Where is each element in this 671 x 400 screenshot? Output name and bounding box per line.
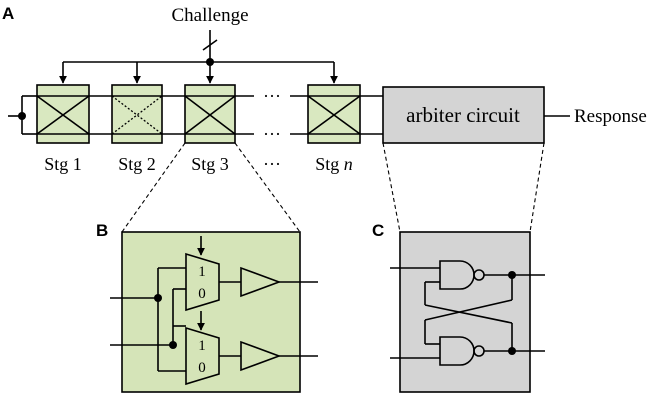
- buffer-bottom: [240, 340, 282, 372]
- detail-b-box: [121, 231, 301, 393]
- zoom-guides: [121, 142, 545, 233]
- mux-bottom-zero: 0: [198, 360, 206, 376]
- panel-label-b: B: [96, 221, 108, 240]
- panel-label-c: C: [372, 221, 384, 240]
- stage-n-label: Stg n: [315, 154, 353, 174]
- ellipsis-labels: ···: [263, 154, 281, 174]
- stage-3: [184, 84, 236, 144]
- challenge-bus: [59, 30, 338, 84]
- detail-c-box: [399, 231, 531, 393]
- stage-n: [307, 84, 361, 144]
- junction-dot-top: [154, 294, 162, 302]
- buffer-top: [240, 266, 282, 298]
- input-split-dot: [18, 112, 26, 120]
- arbiter-box: [382, 86, 545, 144]
- stage-1: [36, 84, 90, 144]
- mux-top-zero: 0: [198, 286, 206, 302]
- mux-bottom-one: 1: [198, 338, 206, 354]
- challenge-label: Challenge: [171, 5, 248, 26]
- ellipsis-top: ···: [263, 86, 281, 106]
- mux-top: 1 0: [185, 252, 220, 312]
- junction-dot-bottom: [169, 341, 177, 349]
- latch-dot-top: [508, 271, 516, 279]
- ellipsis-bottom: ···: [263, 124, 281, 144]
- stage-1-label: Stg 1: [44, 154, 82, 174]
- panel-label-a: A: [2, 4, 14, 23]
- stage-3-label: Stg 3: [191, 154, 229, 174]
- stage-n-var: n: [344, 154, 353, 174]
- stage-2: [111, 84, 163, 144]
- arbiter-label: arbiter circuit: [406, 103, 520, 127]
- mux-top-one: 1: [198, 264, 206, 280]
- detail-b-wires: [110, 236, 318, 372]
- challenge-junction-dot: [206, 58, 214, 66]
- stage-wires: [89, 95, 570, 135]
- mux-bottom: 1 0: [185, 326, 220, 386]
- response-label: Response: [574, 106, 647, 127]
- stage-n-prefix: Stg: [315, 154, 344, 174]
- latch-dot-bottom: [508, 347, 516, 355]
- stage-2-label: Stg 2: [118, 154, 156, 174]
